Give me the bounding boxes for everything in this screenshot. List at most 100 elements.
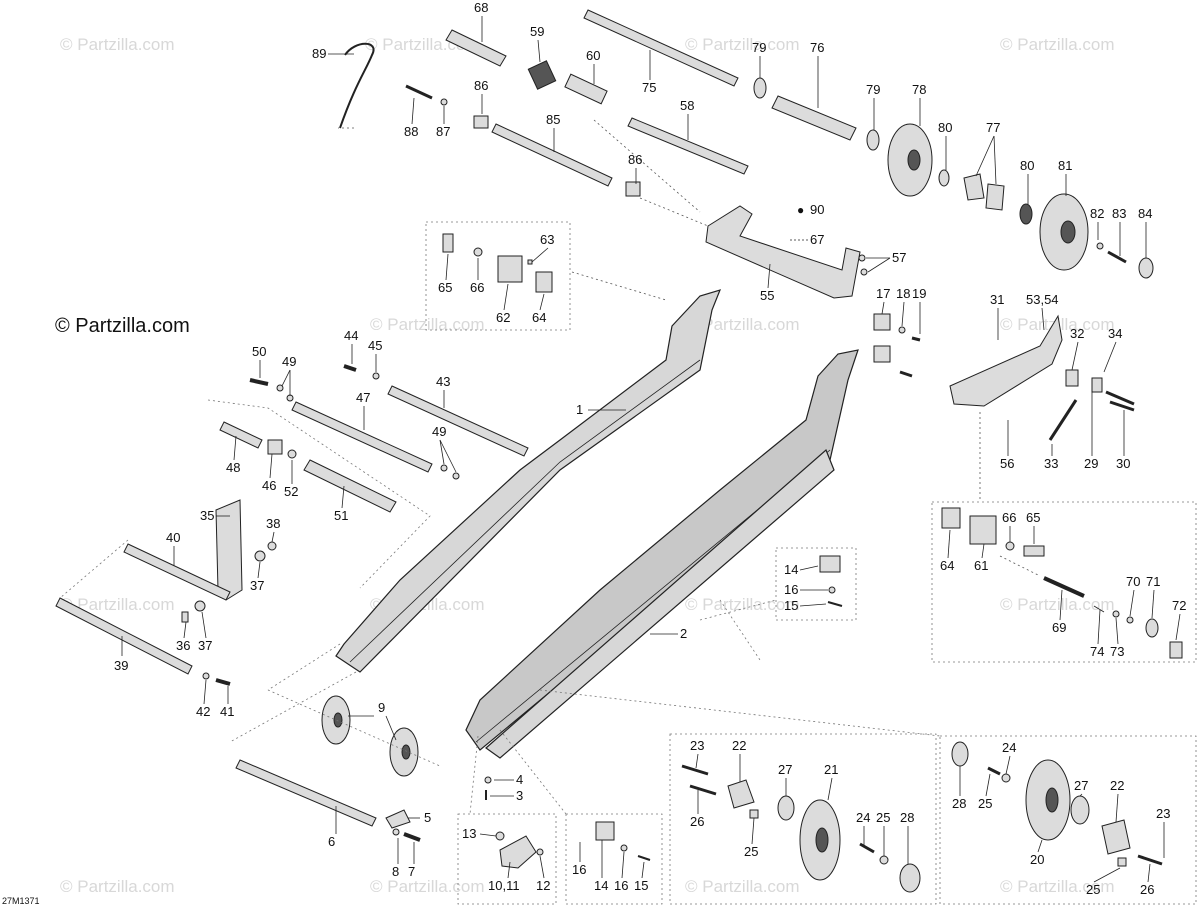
part-17-block [873, 313, 891, 331]
callout-label: 57 [892, 250, 906, 265]
callout-label: 23 [690, 738, 704, 753]
part-48-tube [219, 421, 263, 449]
callout-label: 14 [784, 562, 798, 577]
part-28-cap [951, 741, 969, 767]
callout-label: 52 [284, 484, 298, 499]
part-10-bracket [499, 835, 537, 869]
callout-label: 22 [1110, 778, 1124, 793]
part-35-arm [215, 499, 243, 601]
callout-label: 72 [1172, 598, 1186, 613]
part-64-bushing [941, 507, 961, 529]
callout-label: 68 [474, 0, 488, 15]
callout-label: 13 [462, 826, 476, 841]
callout-label: 58 [680, 98, 694, 113]
callout-label: 15 [634, 878, 648, 893]
callout-label: 75 [642, 80, 656, 95]
watermark: © Partzilla.com [370, 315, 485, 334]
callout-label: 79 [866, 82, 880, 97]
part-68-tube [445, 29, 507, 67]
partzilla-credit: © Partzilla.com [55, 315, 190, 337]
callout-label: 85 [546, 112, 560, 127]
callout-label: 48 [226, 460, 240, 475]
callout-label: 27 [1074, 778, 1088, 793]
part-65-bolt [442, 233, 454, 253]
callout-label: 53,54 [1026, 292, 1059, 307]
part-59-bushing [527, 60, 557, 90]
callout-label: 86 [628, 152, 642, 167]
callout-label: 86 [474, 78, 488, 93]
part-27-ring [1070, 795, 1090, 825]
callout-label: 28 [952, 796, 966, 811]
part-75-tube [583, 9, 739, 87]
callout-label: 47 [356, 390, 370, 405]
callout-label: 89 [312, 46, 326, 61]
callout-label: 49 [432, 424, 446, 439]
watermark: © Partzilla.com [60, 595, 175, 614]
callout-label: 66 [1002, 510, 1016, 525]
callout-label: 38 [266, 516, 280, 531]
callout-label: 25 [744, 844, 758, 859]
part-53-bracket [949, 314, 1063, 407]
callout-label: 49 [282, 354, 296, 369]
part-27-ring [777, 795, 795, 821]
part-58-tube [627, 117, 749, 175]
part-43-tube [387, 385, 529, 457]
callout-label: 2 [680, 626, 687, 641]
part-62-adapter [497, 255, 523, 283]
callout-label: 66 [470, 280, 484, 295]
callout-label: 71 [1146, 574, 1160, 589]
callout-label: 25 [1086, 882, 1100, 897]
watermark: © Partzilla.com [685, 877, 800, 896]
callout-label: 39 [114, 658, 128, 673]
callout-label: 67 [810, 232, 824, 247]
part-22-hub [727, 779, 755, 809]
part-55-cross-shaft [705, 205, 861, 299]
watermark: © Partzilla.com [370, 877, 485, 896]
callout-label: 36 [176, 638, 190, 653]
callout-label: 90 [810, 202, 824, 217]
part-89-spring [339, 42, 375, 129]
callout-label: 33 [1044, 456, 1058, 471]
callout-label: 69 [1052, 620, 1066, 635]
inset-box-61-74 [931, 501, 1197, 663]
callout-label: 32 [1070, 326, 1084, 341]
callout-label: 22 [732, 738, 746, 753]
watermark: © Partzilla.com [60, 877, 175, 896]
part-64-bushing [535, 271, 553, 293]
callout-label: 4 [516, 772, 523, 787]
callout-label: 62 [496, 310, 510, 325]
left-shaft-assembly [55, 364, 529, 842]
callout-label: 14 [594, 878, 608, 893]
callout-label: 24 [1002, 740, 1016, 755]
callout-label: 16 [784, 582, 798, 597]
callout-label: 26 [690, 814, 704, 829]
callout-label: 41 [220, 704, 234, 719]
part-51-tube [303, 459, 397, 513]
callout-label: 25 [876, 810, 890, 825]
callout-label: 17 [876, 286, 890, 301]
callout-label: 8 [392, 864, 399, 879]
callout-label: 55 [760, 288, 774, 303]
callout-label: 64 [940, 558, 954, 573]
callout-label: 77 [986, 120, 1000, 135]
part-22-hub [1101, 819, 1131, 855]
callout-label: 45 [368, 338, 382, 353]
callout-label: 87 [436, 124, 450, 139]
part-47-tube [291, 401, 433, 473]
inset-box-14-16-mid [699, 547, 857, 661]
callout-label: 65 [1026, 510, 1040, 525]
watermark: © Partzilla.com [60, 35, 175, 54]
callout-label: 5 [424, 810, 431, 825]
callouts: 68 59 89 60 75 79 76 86 79 78 58 80 77 8… [114, 0, 1186, 897]
watermark: © Partzilla.com [1000, 35, 1115, 54]
part-28-cap [899, 863, 921, 893]
callout-label: 60 [586, 48, 600, 63]
callout-label: 19 [912, 286, 926, 301]
top-shaft-assembly [338, 9, 1154, 299]
part-1-rail [335, 289, 722, 673]
part-79b-washer [866, 129, 880, 151]
part-39-tube [55, 597, 193, 675]
watermark: © Partzilla.com [1000, 595, 1115, 614]
part-40-tube [123, 543, 231, 601]
callout-label: 31 [990, 292, 1004, 307]
